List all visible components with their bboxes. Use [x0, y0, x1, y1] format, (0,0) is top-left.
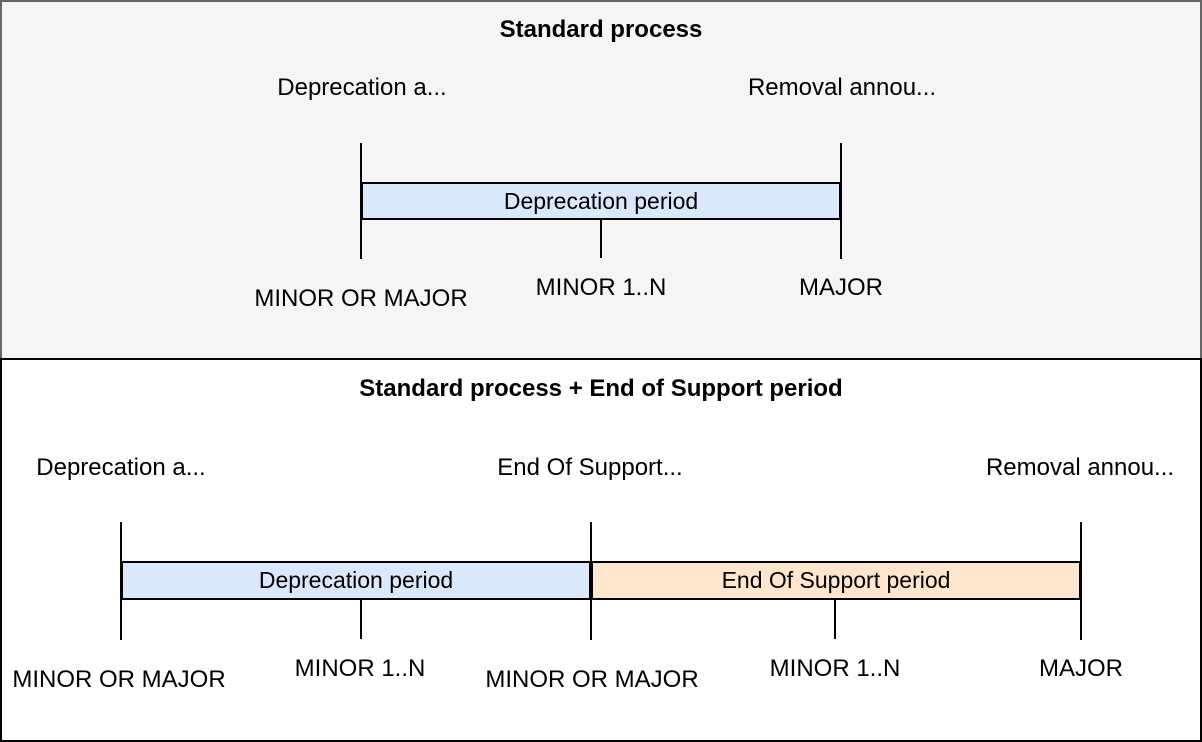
- milestone-minor-1-n-1: MINOR 1..N: [294, 655, 426, 682]
- removal-announcement-label: Removal annou...: [747, 74, 937, 101]
- milestone-major: MAJOR: [799, 274, 883, 301]
- deprecation-announcement-label-2: Deprecation a...: [36, 454, 206, 481]
- milestone-minor-1-n-2: MINOR 1..N: [769, 655, 901, 682]
- end-of-support-period-bar-label: End Of Support period: [721, 567, 951, 593]
- end-of-support-announcement-label: End Of Support...: [497, 454, 683, 481]
- milestone-minor-1-n: MINOR 1..N: [535, 274, 667, 301]
- milestone-major-2: MAJOR: [1039, 655, 1123, 682]
- timeline-tick-middle: [600, 220, 602, 258]
- deprecation-announcement-label: Deprecation a...: [277, 74, 447, 101]
- panel-standard-plus-eos: [0, 358, 1202, 742]
- milestone-minor-or-major-2: MINOR OR MAJOR: [485, 666, 699, 693]
- timeline-tick-end: [840, 143, 842, 259]
- removal-announcement-label-2: Removal annou...: [985, 454, 1175, 481]
- timeline-tick-end-2: [1080, 522, 1082, 640]
- timeline-tick-minor-2: [834, 600, 836, 639]
- panel-standard-process: [0, 0, 1202, 360]
- deprecation-period-bar-label: Deprecation period: [503, 187, 699, 214]
- milestone-minor-or-major: MINOR OR MAJOR: [254, 285, 468, 312]
- milestone-minor-or-major-1: MINOR OR MAJOR: [12, 666, 226, 693]
- deprecation-period-bar: Deprecation period: [361, 182, 841, 220]
- deprecation-period-bar-2: Deprecation period: [121, 561, 591, 600]
- end-of-support-period-bar: End Of Support period: [591, 561, 1081, 600]
- standard-process-title: Standard process: [499, 16, 703, 43]
- standard-plus-eos-title: Standard process + End of Support period: [359, 375, 843, 402]
- deprecation-period-bar-label-2: Deprecation period: [258, 567, 454, 593]
- timeline-tick-minor-1: [360, 600, 362, 639]
